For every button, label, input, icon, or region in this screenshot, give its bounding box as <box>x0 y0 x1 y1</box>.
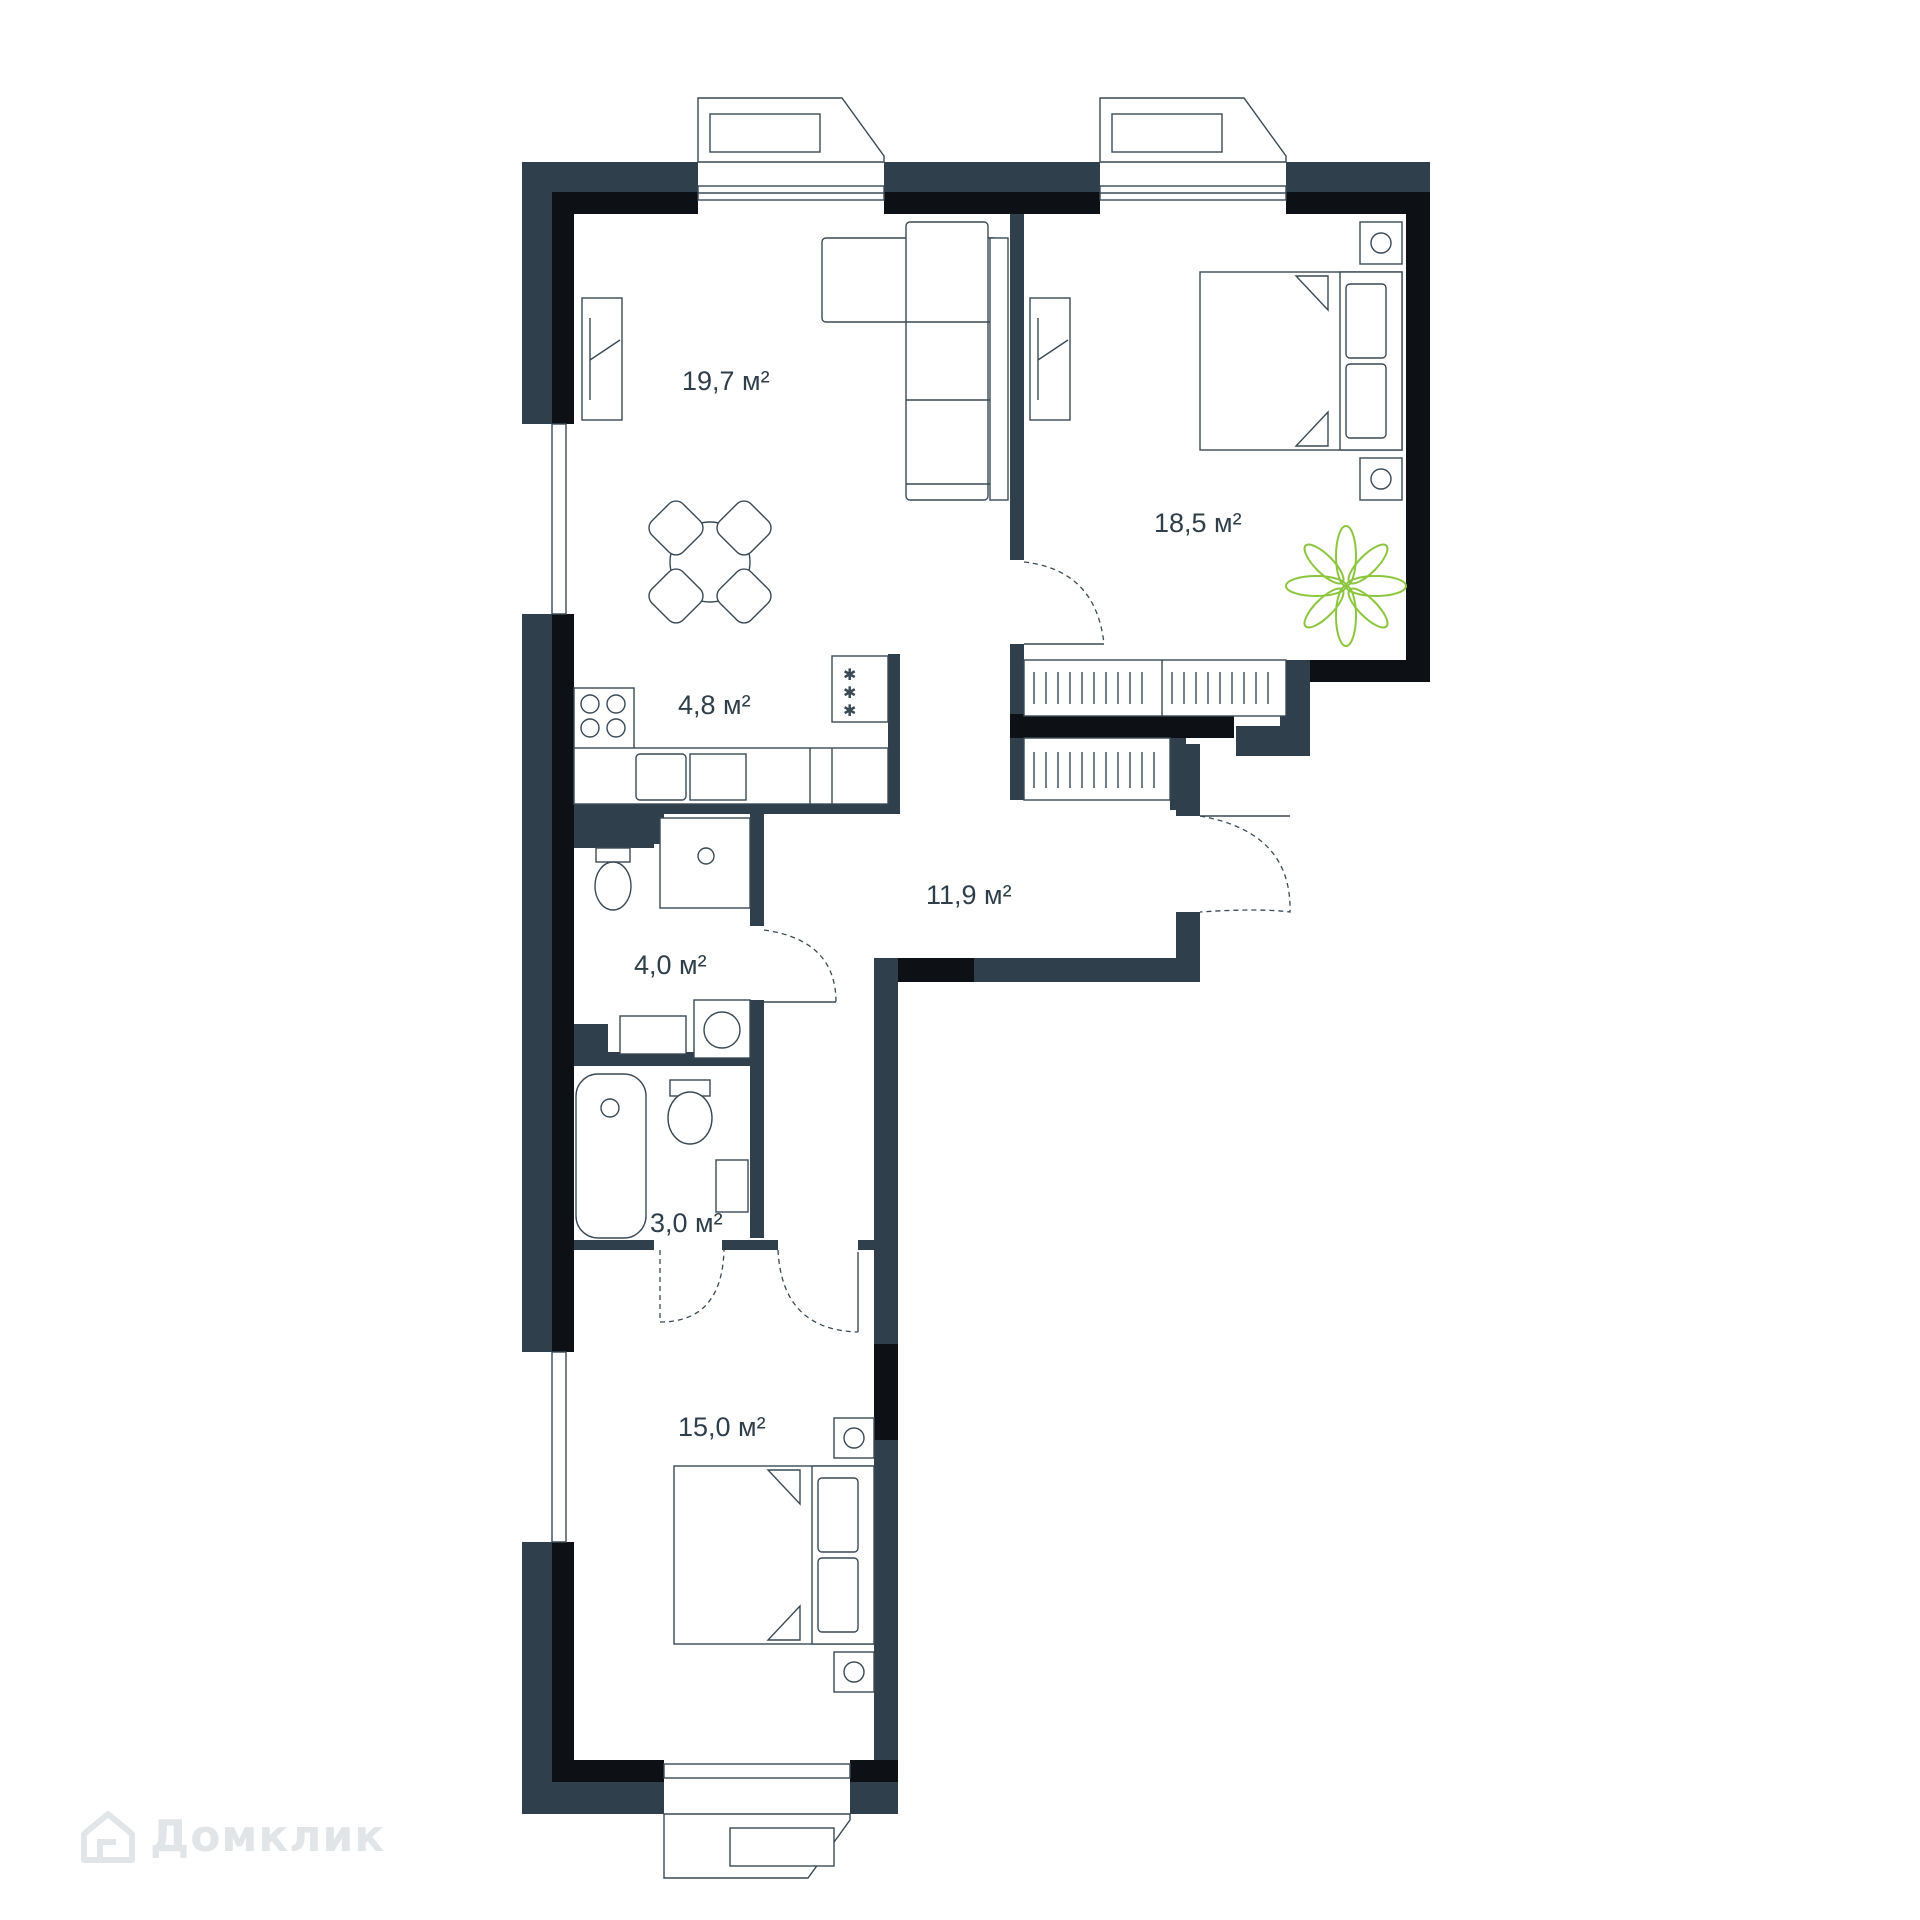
bathroom-1-fixtures <box>594 817 751 1059</box>
area-label-bathroom-2: 3,0 м² <box>650 1208 723 1238</box>
wardrobes <box>1023 659 1287 801</box>
bed-2 <box>673 1417 875 1693</box>
interior-walls <box>574 214 1234 1250</box>
area-labels: 19,7 м² 18,5 м² 4,8 м² 11,9 м² 4,0 м² 3,… <box>634 366 1242 1442</box>
plant-icon <box>1285 525 1407 647</box>
doors <box>659 561 1291 1333</box>
area-label-living: 19,7 м² <box>682 366 770 396</box>
area-label-bedroom-1: 18,5 м² <box>1154 508 1242 538</box>
area-label-kitchen: 4,8 м² <box>678 690 751 720</box>
dining-table <box>648 500 772 624</box>
area-label-bathroom-1: 4,0 м² <box>634 950 707 980</box>
area-label-hall: 11,9 м² <box>926 880 1012 910</box>
watermark: Домклик <box>78 1808 385 1864</box>
area-label-bedroom-2: 15,0 м² <box>678 1412 766 1442</box>
bathroom-2-fixtures <box>575 1073 749 1239</box>
balconies <box>663 97 1287 1879</box>
bed-1 <box>1199 221 1403 501</box>
radiator-bedroom-1 <box>1029 297 1071 421</box>
sofa <box>821 221 1009 501</box>
svg-text:✱: ✱ <box>843 685 856 702</box>
kitchen-counter: ✱ ✱ ✱ <box>573 655 889 805</box>
radiator-living <box>581 297 623 421</box>
watermark-text: Домклик <box>150 1810 386 1862</box>
svg-text:✱: ✱ <box>843 703 856 720</box>
house-logo-icon <box>81 1811 135 1863</box>
svg-text:✱: ✱ <box>843 667 856 684</box>
windows <box>520 160 1287 1814</box>
